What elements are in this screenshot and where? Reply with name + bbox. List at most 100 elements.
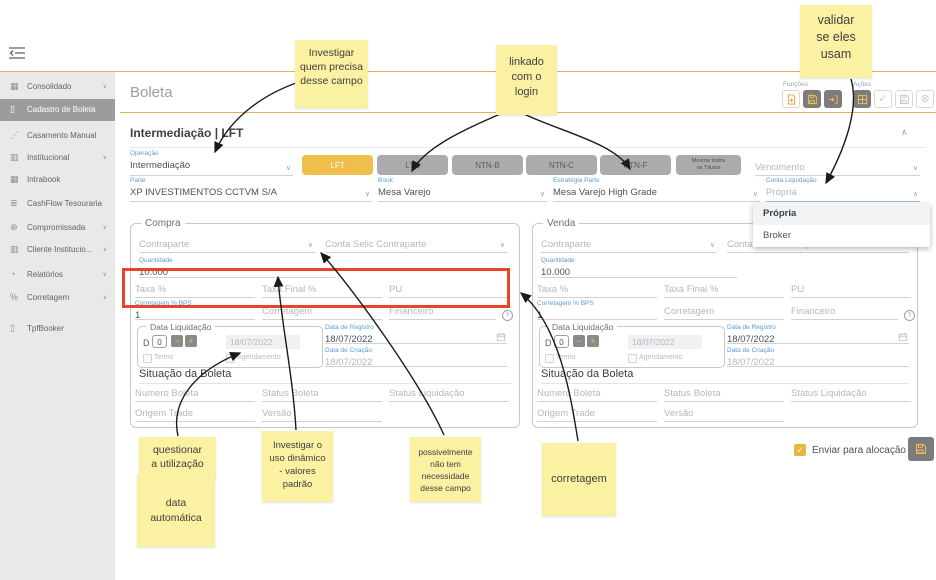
venda-quantidade-field[interactable]: Quantidade 10.000 [541, 257, 737, 278]
sidebar-item-cliente-institucional[interactable]: ▥ Cliente Institucio... ∨ [10, 244, 107, 254]
calculate-button[interactable] [853, 90, 871, 108]
building-icon: ▥ [10, 152, 19, 162]
chevron-down-icon: ∨ [307, 242, 313, 249]
venda-versao-field: Versão [664, 408, 784, 422]
title-button-ltn[interactable]: LTN [377, 155, 448, 175]
decrement-button[interactable]: − [573, 335, 585, 347]
agendamento-checkbox[interactable] [628, 354, 637, 363]
sidebar-item-tpfbooker[interactable]: ▯ TpfBooker [10, 323, 64, 333]
sidebar-item-intrabook[interactable]: ▦ Intrabook [10, 174, 61, 184]
termo-checkbox[interactable] [545, 354, 554, 363]
increment-button[interactable]: + [185, 335, 197, 347]
chevron-down-icon: ∨ [709, 242, 715, 249]
chevron-down-icon: ∨ [102, 295, 107, 301]
parte-value: XP INVESTIMENTOS CCTVM S/A [130, 187, 277, 198]
venda-corretagem-bps-field[interactable]: Corretagem % BPS 1 [537, 300, 657, 321]
agendamento-checkbox[interactable] [226, 354, 235, 363]
venda-corretagem-field[interactable]: Corretagem [664, 306, 784, 320]
enviar-alocacao-checkbox[interactable]: ✓ [794, 444, 806, 456]
venda-taxa-field[interactable]: Taxa % [537, 282, 657, 298]
book-field[interactable]: Book Mesa Varejo ∨ [378, 177, 547, 202]
title-button-ntnf[interactable]: NTN-F [600, 155, 671, 175]
termo-checkbox[interactable] [143, 354, 152, 363]
chevron-down-icon: ∨ [752, 191, 758, 198]
save-icon [916, 444, 926, 454]
decrement-button[interactable]: − [171, 335, 183, 347]
vencimento-field[interactable]: Vencimento ∨ [755, 150, 920, 176]
scatter-icon: ⋰ [10, 130, 19, 140]
venda-liquidacao-date[interactable]: 18/07/2022 [628, 335, 702, 349]
compra-contraparte-field[interactable]: Contraparte ∨ [139, 238, 315, 253]
conta-liquidacao-dropdown: Própria Broker [753, 203, 930, 247]
dropdown-option-propria[interactable]: Própria [753, 203, 930, 225]
venda-financeiro-field[interactable]: Financeiro [791, 306, 898, 320]
calendar-icon[interactable] [898, 329, 908, 347]
highlight-rectangle [122, 268, 510, 308]
compra-numero-boleta-field: Numero Boleta [135, 388, 255, 402]
calendar-icon[interactable] [496, 329, 506, 347]
save-template-button[interactable] [803, 90, 821, 108]
compra-conta-selic-field[interactable]: Conta Selic Contraparte ∨ [325, 238, 507, 253]
confirm-button[interactable]: ✓ [874, 90, 892, 108]
sidebar-item-cadastro-de-boleta[interactable]: ▯ Cadastro de Boleta [0, 99, 115, 121]
alocacao-save-button[interactable] [908, 437, 934, 461]
note-sem-necessidade: possivelmente não tem necessidade desse … [410, 437, 481, 502]
document-icon: ▯ [10, 104, 15, 114]
show-all-titles-button[interactable]: Mostrar todos os Títulos [676, 155, 741, 175]
d-plus-value[interactable]: 0 [152, 335, 167, 348]
cancel-button[interactable]: ⊗ [916, 90, 934, 108]
dropdown-option-broker[interactable]: Broker [763, 230, 791, 241]
chevron-down-icon: ∨ [499, 242, 505, 249]
section-title: Intermediação | LFT [130, 126, 244, 140]
estrategia-parte-field[interactable]: Estratégia Parte Mesa Varejo High Grade … [553, 177, 760, 202]
operacao-field[interactable]: Operação Intermediação ∨ [130, 150, 293, 176]
grid-plus-icon [857, 94, 867, 104]
venda-pu-field[interactable]: PU [791, 282, 911, 298]
grid-icon: ▦ [10, 174, 19, 184]
sidebar-item-compromissada[interactable]: ⊛ Compromissada ∨ [10, 222, 107, 232]
compra-taxa-field[interactable]: Taxa % [135, 282, 255, 298]
increment-button[interactable]: + [587, 335, 599, 347]
compra-corretagem-bps-field[interactable]: Corretagem % BPS 1 [135, 300, 255, 321]
sidebar-item-relatorios[interactable]: ◔ Relatórios ∨ [10, 269, 107, 279]
compra-financeiro-field[interactable]: Financeiro [389, 306, 496, 320]
note-uso-dinamico: Investigar o uso dinâmico - valores padr… [262, 431, 333, 502]
compra-quantidade-field[interactable]: Quantidade 10.000 [139, 257, 335, 278]
title-button-lft[interactable]: LFT [302, 155, 373, 175]
compra-liquidacao-date[interactable]: 18/07/2022 [226, 335, 300, 349]
save-action-button[interactable] [895, 90, 913, 108]
new-document-button[interactable] [782, 90, 800, 108]
chevron-down-icon: ∨ [539, 191, 545, 198]
parte-field[interactable]: Parte XP INVESTIMENTOS CCTVM S/A ∨ [130, 177, 372, 202]
compra-corretagem-field[interactable]: Corretagem [262, 306, 382, 320]
title-button-ntnc[interactable]: NTN-C [526, 155, 597, 175]
conta-liquidacao-field[interactable]: Conta Liquidação Própria ∧ [766, 177, 920, 202]
compra-panel: Compra Contraparte ∨ Conta Selic Contrap… [130, 218, 520, 428]
d-plus-value[interactable]: 0 [554, 335, 569, 348]
top-rule [0, 71, 936, 72]
page-title: Boleta [130, 84, 173, 101]
compra-origem-trade-field: Origem Trade [135, 408, 255, 422]
collapse-sidebar-icon[interactable] [8, 46, 26, 65]
export-button[interactable] [824, 90, 842, 108]
venda-contraparte-field[interactable]: Contraparte ∨ [541, 238, 717, 253]
chevron-up-icon[interactable]: ∧ [901, 127, 908, 137]
help-icon[interactable]: ? [502, 310, 513, 321]
sidebar-item-casamento-manual[interactable]: ⋰ Casamento Manual [10, 130, 97, 140]
compra-situacao-title: Situação da Boleta [139, 368, 232, 380]
compra-status-boleta-field: Status Boleta [262, 388, 382, 402]
venda-taxa-final-field[interactable]: Taxa Final % [664, 282, 784, 298]
chevron-down-icon: ∨ [912, 165, 918, 172]
sidebar-item-cashflow-tesouraria[interactable]: ≣ CashFlow Tesouraria [10, 198, 102, 208]
help-icon[interactable]: ? [904, 310, 915, 321]
compra-data-registro-field[interactable]: Data de Registro 18/07/2022 [325, 324, 507, 347]
handshake-icon: ⊛ [10, 222, 18, 232]
sidebar-item-corretagem[interactable]: % Corretagem ∨ [10, 292, 107, 302]
sidebar-item-consolidado[interactable]: ▦ Consolidado ∨ [10, 81, 107, 91]
sidebar-item-institucional[interactable]: ▥ Institucional ∨ [10, 152, 107, 162]
title-button-ntnb[interactable]: NTN-B [452, 155, 523, 175]
enviar-alocacao-label: Enviar para alocação [812, 445, 906, 456]
percent-icon: % [10, 292, 19, 302]
venda-data-registro-field[interactable]: Data de Registro 18/07/2022 [727, 324, 909, 347]
